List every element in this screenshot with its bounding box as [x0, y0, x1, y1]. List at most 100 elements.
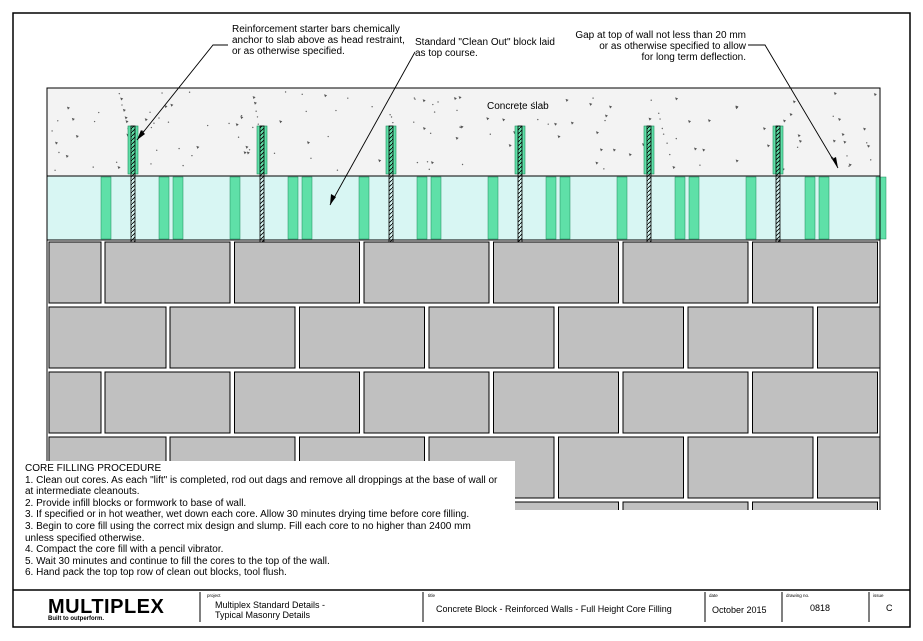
aggregate-stone	[833, 92, 837, 96]
aggregate-dot	[533, 101, 535, 104]
aggregate-dot	[335, 109, 337, 112]
masonry-block	[428, 306, 555, 369]
aggregate-dot	[389, 114, 391, 116]
aggregate-dot	[153, 122, 155, 124]
aggregate-stone	[65, 154, 69, 158]
aggregate-dot	[659, 118, 661, 120]
aggregate-stone	[117, 166, 121, 170]
aggregate-stone	[599, 148, 603, 152]
aggregate-dot	[666, 142, 668, 144]
masonry-block	[48, 241, 102, 304]
masonry-block	[817, 436, 880, 499]
masonry-block	[752, 371, 878, 434]
aggregate-dot	[240, 114, 243, 117]
aggregate-dot	[832, 115, 834, 117]
filled-core	[674, 176, 686, 240]
aggregate-stone	[55, 141, 59, 145]
aggregate-dot	[489, 133, 491, 135]
aggregate-dot	[347, 97, 349, 99]
aggregate-stone	[122, 108, 126, 112]
starter-bar-note-line: Reinforcement starter bars chemically	[232, 24, 400, 35]
aggregate-dot	[392, 121, 394, 124]
aggregate-stone	[164, 105, 168, 109]
issue-label: issue	[873, 593, 884, 598]
aggregate-stone	[565, 98, 569, 102]
masonry-block	[558, 306, 684, 369]
aggregate-dot	[796, 146, 799, 148]
aggregate-stone	[604, 114, 608, 118]
aggregate-stone	[144, 118, 148, 122]
aggregate-dot	[182, 164, 184, 167]
aggregate-dot	[390, 116, 393, 118]
procedure-title: CORE FILLING PROCEDURE	[25, 463, 162, 474]
filled-core	[100, 176, 112, 240]
aggregate-stone	[243, 151, 247, 155]
masonry-block	[299, 306, 425, 369]
aggregate-stone	[612, 148, 616, 152]
aggregate-dot	[336, 169, 339, 171]
aggregate-stone	[170, 103, 174, 107]
sheet-border	[12, 12, 911, 628]
drawing-date: October 2015	[712, 605, 767, 615]
procedure-line: 3. Begin to core fill using the correct …	[25, 520, 471, 532]
aggregate-dot	[699, 164, 701, 166]
starter-bar-note-line: or as otherwise specified.	[232, 46, 345, 57]
aggregate-stone	[252, 96, 256, 100]
aggregate-stone	[455, 136, 459, 140]
filled-core	[287, 176, 299, 240]
aggregate-dot	[537, 118, 539, 121]
aggregate-dot	[604, 119, 606, 122]
aggregate-dot	[51, 130, 53, 132]
aggregate-dot	[305, 110, 307, 113]
aggregate-stone	[253, 101, 257, 105]
aggregate-dot	[57, 120, 59, 122]
filled-core	[487, 176, 499, 240]
aggregate-stone	[783, 119, 787, 123]
drawing-title: Concrete Block - Reinforced Walls - Full…	[436, 604, 672, 614]
clean-out-note: Standard "Clean Out" block laid as top c…	[415, 37, 555, 59]
aggregate-dot	[301, 93, 303, 96]
aggregate-stone	[554, 122, 558, 126]
issue-value: C	[886, 603, 893, 613]
aggregate-dot	[437, 101, 439, 103]
aggregate-dot	[58, 151, 60, 154]
masonry-block	[817, 306, 880, 369]
clean-out-cores	[100, 176, 887, 240]
gap-note: Gap at top of wall not less than 20 mm o…	[568, 30, 746, 63]
aggregate-stone	[609, 105, 613, 109]
aggregate-stone	[378, 159, 382, 163]
clean-out-note-line: as top course.	[415, 48, 478, 59]
drawing-number: 0818	[810, 603, 831, 613]
filled-core	[559, 176, 571, 240]
filled-core	[229, 176, 241, 240]
filled-core	[688, 176, 700, 240]
aggregate-stone	[702, 148, 706, 152]
aggregate-dot	[675, 137, 677, 140]
aggregate-stone	[863, 127, 867, 131]
aggregate-stone	[832, 139, 836, 143]
aggregate-dot	[228, 122, 230, 125]
aggregate-stone	[240, 116, 244, 120]
slab-label: Concrete slab	[487, 101, 549, 112]
aggregate-stone	[453, 97, 457, 101]
aggregate-stone	[595, 161, 599, 165]
aggregate-dot	[669, 153, 671, 156]
aggregate-stone	[675, 97, 679, 101]
aggregate-dot	[98, 111, 100, 114]
project-label: project	[207, 593, 221, 598]
procedure-line: 1. Clean out cores. As each "lift" is co…	[25, 474, 498, 486]
aggregate-dot	[519, 108, 522, 110]
masonry-block	[622, 241, 749, 304]
core-filling-procedure: CORE FILLING PROCEDURE 1. Clean out core…	[14, 461, 515, 586]
masonry-block	[48, 306, 167, 369]
aggregate-stone	[279, 120, 283, 124]
aggregate-stone	[838, 117, 842, 121]
aggregate-dot	[54, 169, 56, 171]
masonry-block	[234, 371, 360, 434]
aggregate-dot	[870, 159, 872, 161]
aggregate-stone	[124, 116, 128, 120]
aggregate-dot	[426, 161, 429, 163]
aggregate-stone	[486, 117, 490, 121]
aggregate-dot	[413, 121, 415, 123]
aggregate-stone	[595, 131, 599, 135]
